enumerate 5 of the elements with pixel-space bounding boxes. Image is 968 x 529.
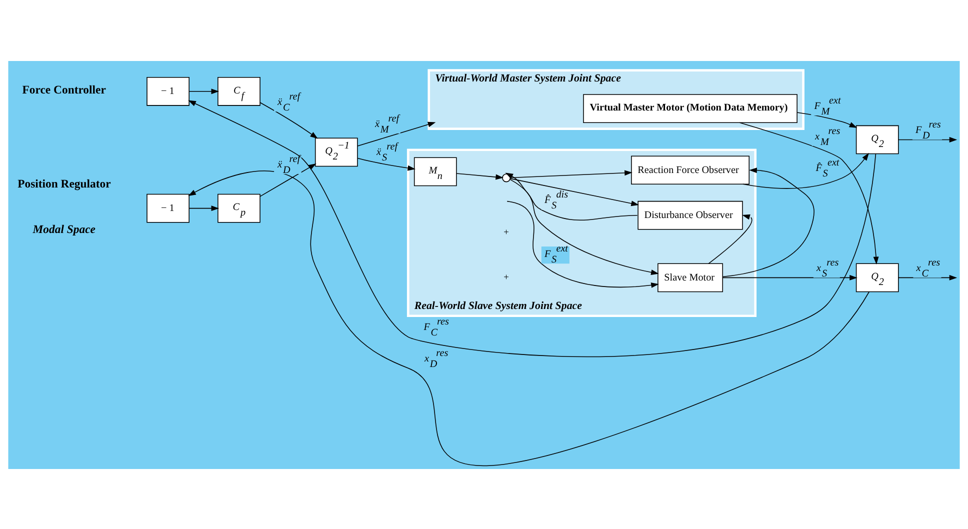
label: +	[504, 227, 509, 238]
label: +	[504, 272, 509, 283]
label: Modal Space	[32, 222, 96, 236]
label: Position Regulator	[18, 177, 111, 190]
label: Force Controller	[22, 82, 106, 96]
